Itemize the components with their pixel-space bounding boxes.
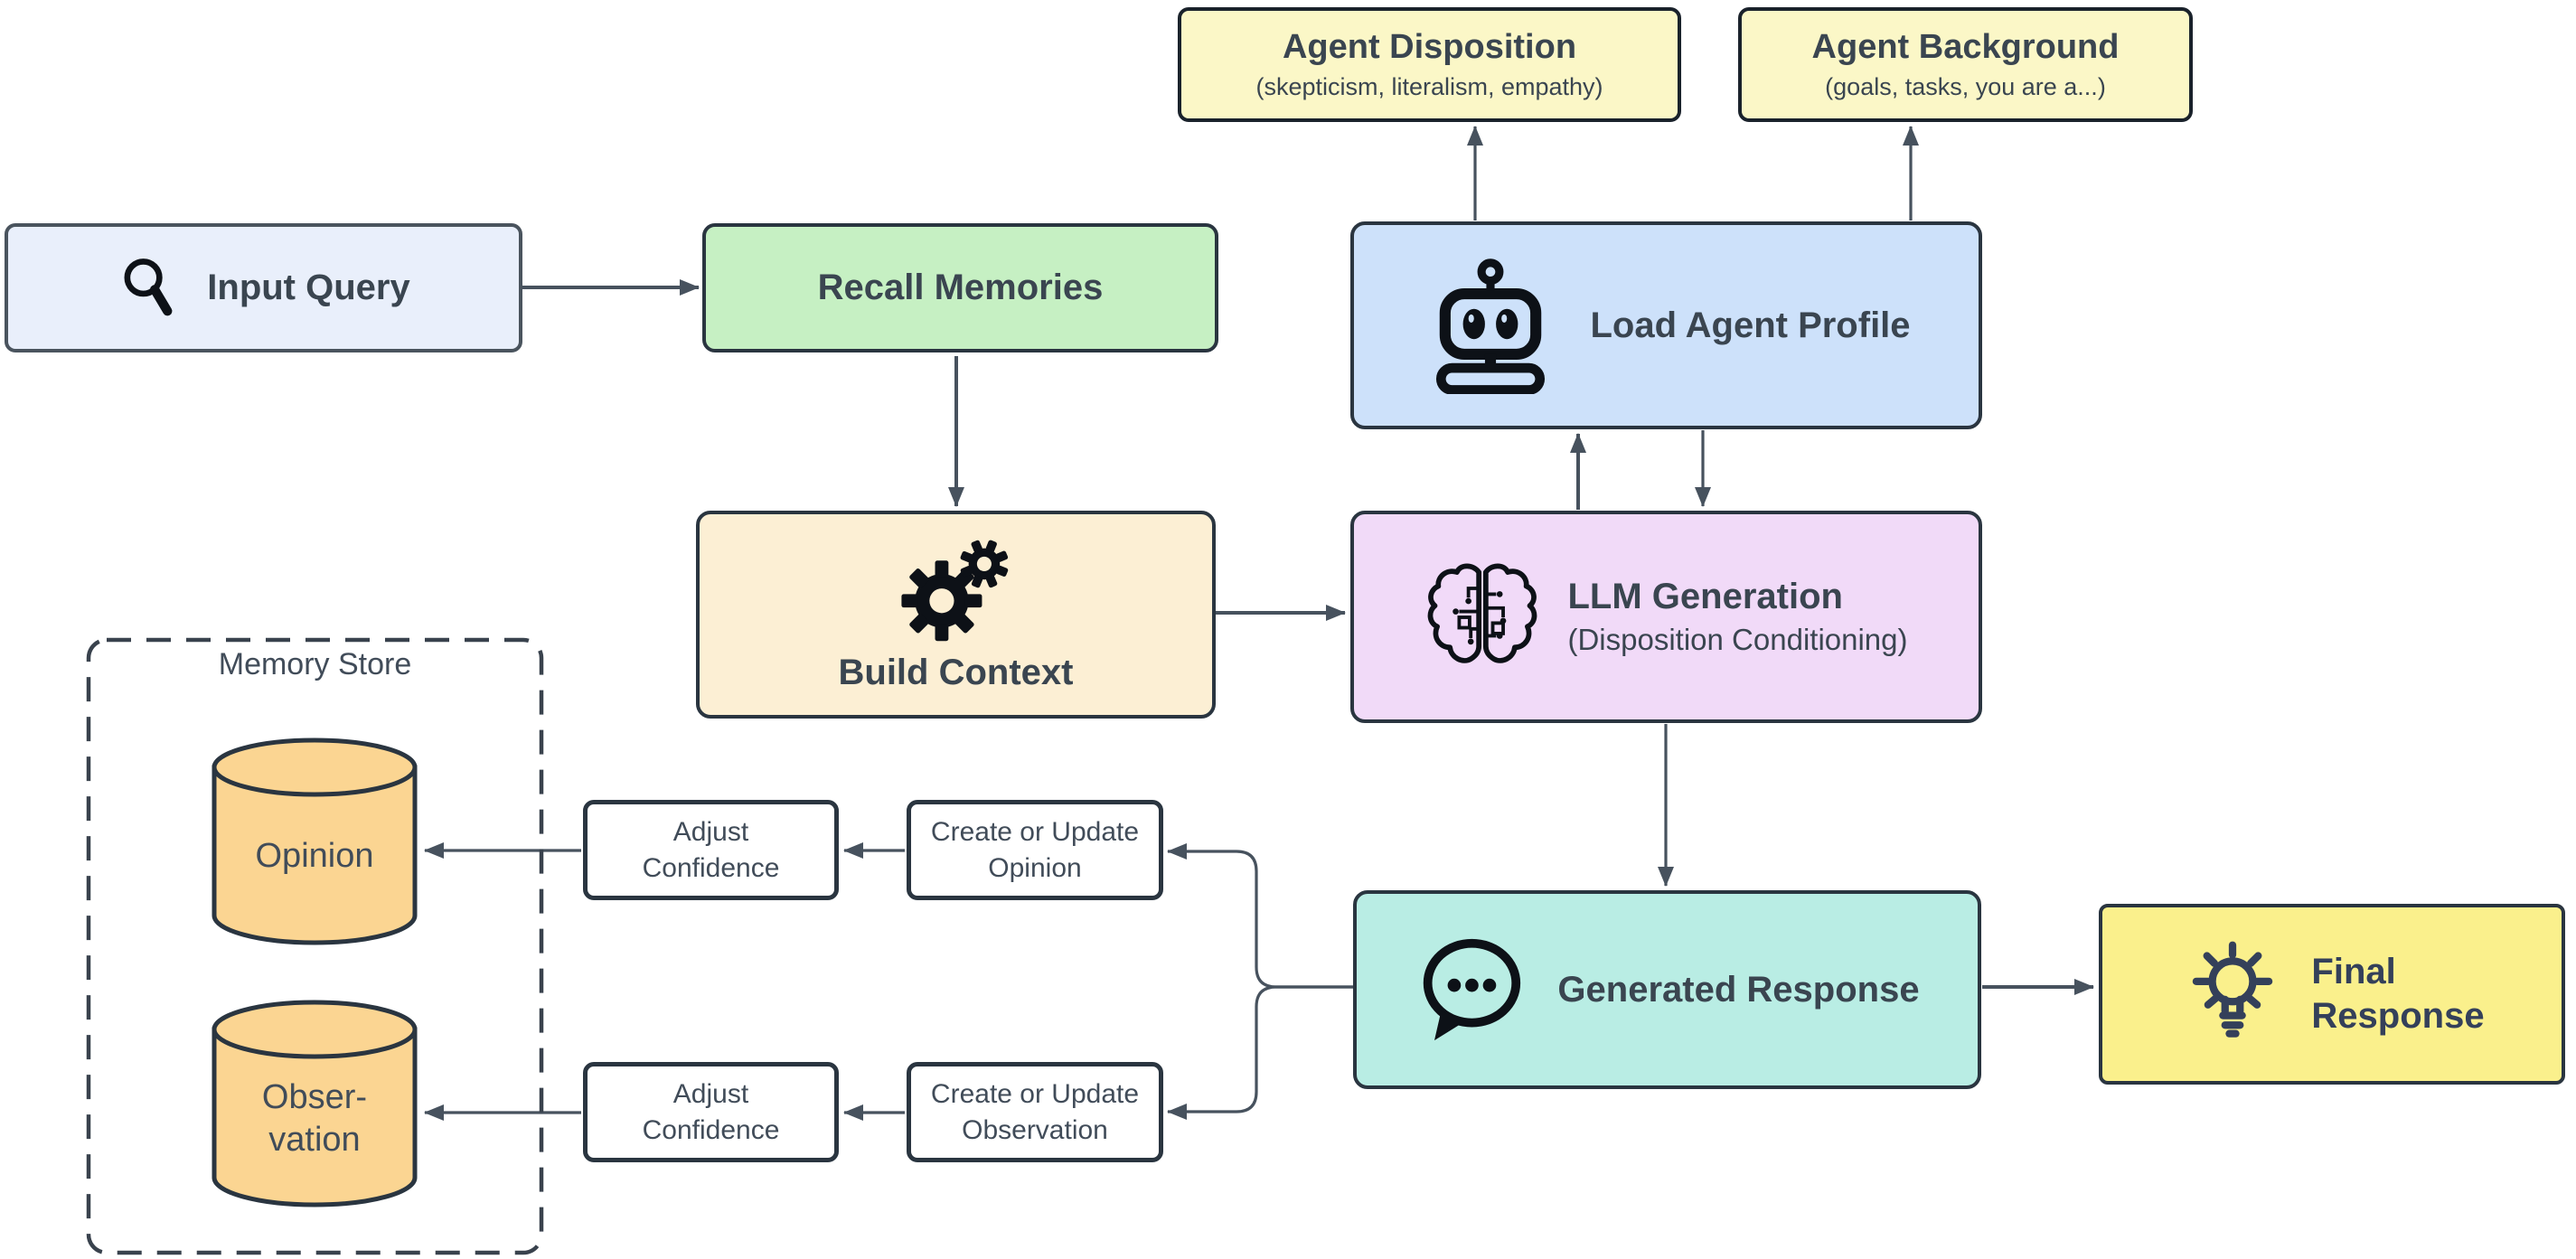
node-create-update-observation: Create or Update Observation bbox=[907, 1062, 1163, 1162]
node-agent-disposition: Agent Disposition (skepticism, literalis… bbox=[1178, 7, 1681, 122]
node-observation-store: Obser- vation bbox=[211, 999, 418, 1208]
memory-store-title: Memory Store bbox=[218, 647, 412, 681]
agent-background-title: Agent Background bbox=[1811, 28, 2120, 66]
load-agent-profile-label: Load Agent Profile bbox=[1590, 305, 1911, 345]
chat-bubble-icon bbox=[1424, 938, 1521, 1041]
node-build-context: Build Context bbox=[696, 511, 1216, 719]
node-recall-memories: Recall Memories bbox=[702, 223, 1218, 352]
node-agent-background: Agent Background (goals, tasks, you are … bbox=[1738, 7, 2193, 122]
agent-background-subtitle: (goals, tasks, you are a...) bbox=[1825, 73, 2106, 100]
node-generated-response: Generated Response bbox=[1353, 890, 1981, 1089]
node-llm-generation: LLM Generation (Disposition Conditioning… bbox=[1350, 511, 1982, 723]
input-query-label: Input Query bbox=[207, 268, 410, 307]
node-final-response: Final Response bbox=[2099, 904, 2565, 1085]
generated-response-label: Generated Response bbox=[1557, 969, 1920, 1010]
llm-generation-title: LLM Generation bbox=[1567, 577, 1843, 616]
node-adjust-confidence-observation: Adjust Confidence bbox=[583, 1062, 839, 1162]
lightbulb-icon bbox=[2193, 941, 2273, 1038]
agent-disposition-subtitle: (skepticism, literalism, empathy) bbox=[1255, 73, 1603, 100]
gears-icon bbox=[900, 540, 1008, 641]
database-cylinder-icon bbox=[212, 1000, 418, 1207]
recall-memories-label: Recall Memories bbox=[817, 268, 1104, 307]
database-cylinder-icon bbox=[212, 738, 418, 945]
robot-icon bbox=[1436, 258, 1546, 394]
opinion-store-label: Opinion bbox=[255, 837, 374, 876]
node-load-agent-profile: Load Agent Profile bbox=[1350, 221, 1982, 429]
agent-disposition-title: Agent Disposition bbox=[1282, 28, 1577, 66]
brain-circuit-icon bbox=[1428, 562, 1537, 663]
memory-store-container bbox=[86, 637, 544, 1255]
node-create-update-opinion: Create or Update Opinion bbox=[907, 800, 1163, 900]
node-adjust-confidence-opinion: Adjust Confidence bbox=[583, 800, 839, 900]
final-response-label: Final Response bbox=[2311, 952, 2485, 1036]
magnifier-icon bbox=[124, 258, 173, 315]
node-input-query: Input Query bbox=[5, 223, 522, 352]
observation-store-label: Obser- vation bbox=[261, 1077, 368, 1160]
node-opinion-store: Opinion bbox=[211, 737, 418, 946]
build-context-label: Build Context bbox=[838, 652, 1074, 692]
llm-generation-subtitle: (Disposition Conditioning) bbox=[1567, 623, 1908, 656]
